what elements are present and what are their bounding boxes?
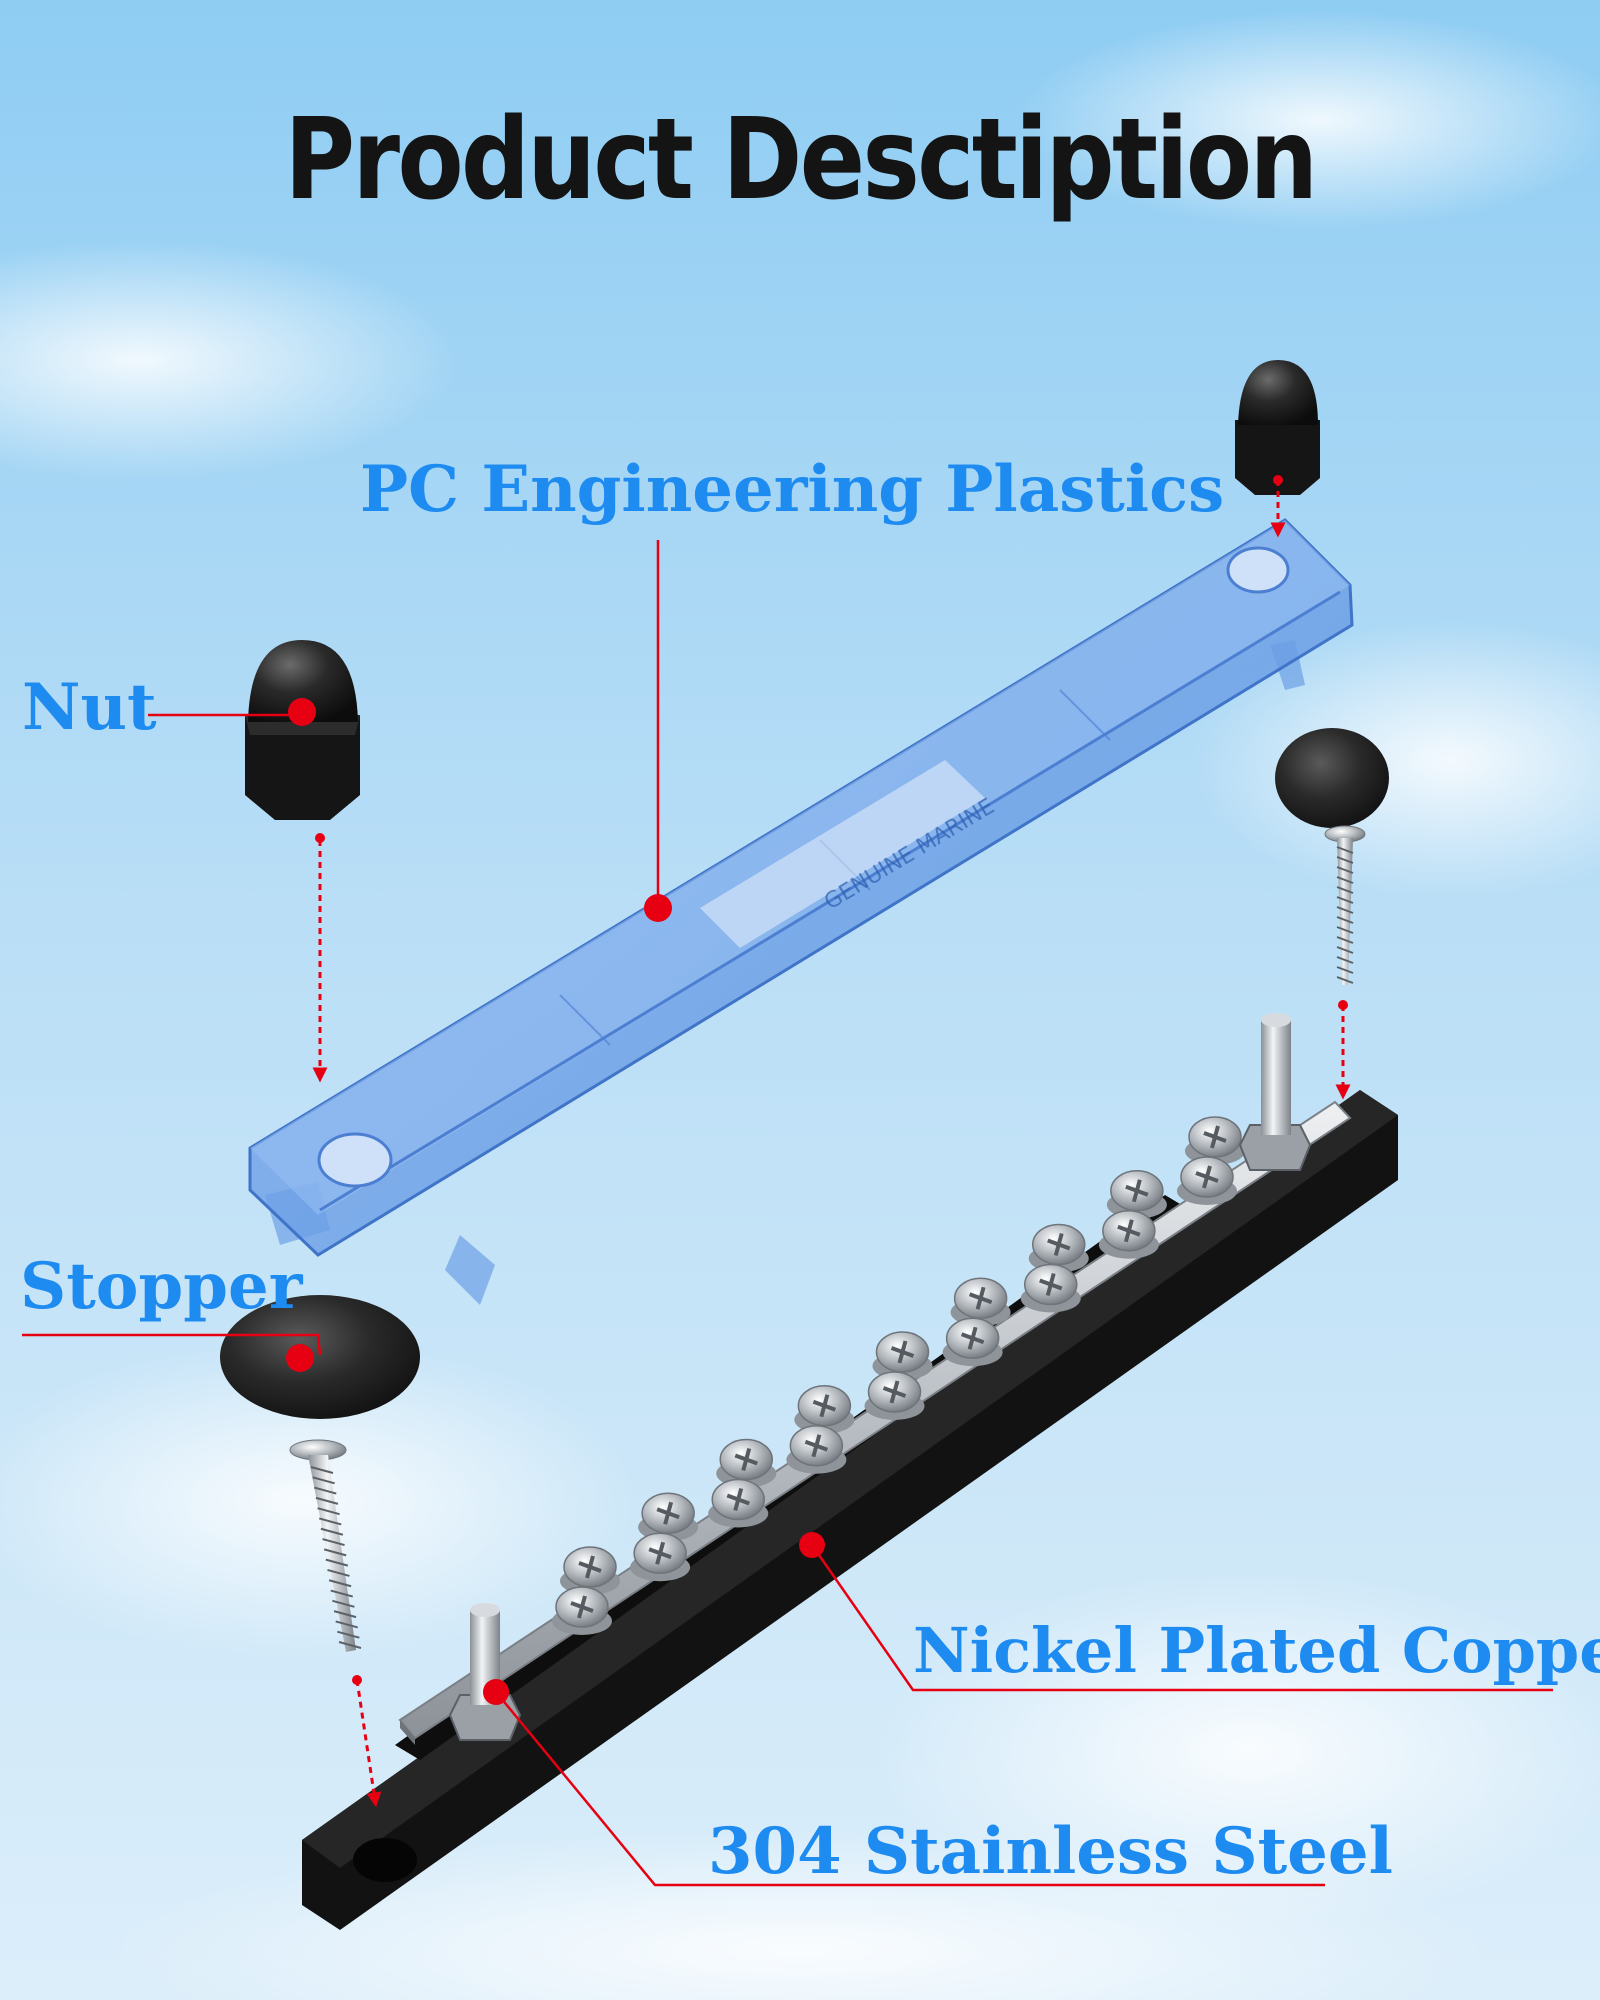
- clouds: [0, 10, 1600, 2000]
- label-nickel-plated-copper: Nickel Plated Copper: [913, 1614, 1600, 1687]
- mount-hole-left: [353, 1838, 417, 1882]
- terminal-screw: [1020, 1263, 1081, 1313]
- terminal-screw: [716, 1438, 777, 1488]
- terminal-screw: [708, 1478, 769, 1528]
- terminal-screw: [1106, 1170, 1167, 1219]
- terminal-screw: [1098, 1210, 1159, 1259]
- mounting-screw-left: [289, 1439, 362, 1652]
- label-nut: Nut: [22, 670, 157, 745]
- rubber-stopper-left: [220, 1295, 420, 1419]
- cover-hole-left: [317, 1132, 393, 1188]
- terminal-screw: [630, 1532, 691, 1582]
- terminal-screw: [864, 1371, 925, 1420]
- cover-hole-right: [1226, 546, 1290, 594]
- arrow-origin-dots: [315, 475, 1348, 1685]
- callout-lines: [22, 540, 1553, 1887]
- label-stopper: Stopper: [20, 1249, 303, 1324]
- terminal-screw: [942, 1317, 1003, 1367]
- stud-right: [1238, 1013, 1312, 1171]
- assembly-arrows: [312, 480, 1351, 1808]
- terminal-screw: [786, 1425, 847, 1474]
- terminal-screw: [552, 1586, 612, 1635]
- acorn-nut-right: [1235, 360, 1320, 495]
- label-304-stainless-steel: 304 Stainless Steel: [708, 1814, 1393, 1889]
- mounting-screw-right: [1324, 825, 1366, 985]
- terminal-screw: [950, 1277, 1011, 1327]
- label-pc-engineering-plastics: PC Engineering Plastics: [360, 452, 1225, 527]
- page-title: Product Desctiption: [284, 95, 1319, 225]
- terminal-screw: [1177, 1156, 1237, 1205]
- acorn-nut-left: [245, 640, 360, 820]
- callout-dots: [286, 698, 825, 1705]
- terminal-screws: [552, 1116, 1245, 1635]
- terminal-screw: [1185, 1116, 1245, 1165]
- rubber-stopper-right: [1275, 728, 1389, 828]
